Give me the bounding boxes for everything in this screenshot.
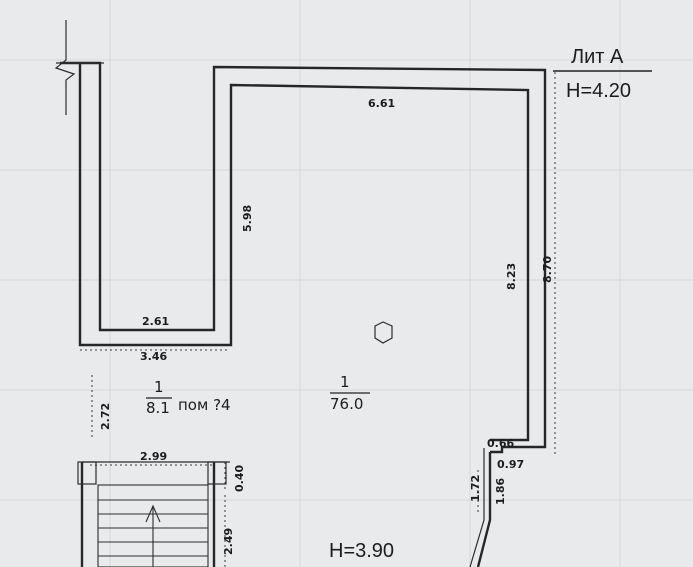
dim-661: 6.61: [368, 97, 395, 110]
passage-wall: [476, 452, 492, 567]
dim-066: 0.66: [487, 437, 514, 450]
dim-040: 0.40: [233, 465, 246, 492]
dim-870: 8.70: [541, 256, 554, 283]
outer-wall: [60, 61, 547, 454]
dim-097: 0.97: [497, 458, 524, 471]
dim-172: 1.72: [469, 475, 482, 502]
dim-186: 1.86: [494, 478, 507, 505]
door-jamb-left: [77, 461, 97, 485]
hexagon-symbol: [374, 321, 393, 344]
door-jamb-right: [207, 461, 227, 485]
break-mark: [54, 20, 76, 115]
bottom-height-label: Н=3.90: [329, 540, 394, 562]
dim-346: 3.46: [140, 350, 167, 363]
outer-wall-left: [78, 63, 530, 442]
dim-598: 5.98: [241, 205, 254, 232]
room-1-area: 76.0: [330, 395, 363, 413]
room-2-area: 8.1: [146, 399, 170, 417]
dim-823: 8.23: [505, 263, 518, 290]
height-label: Н=4.20: [566, 80, 631, 102]
dim-249: 2.49: [222, 528, 235, 555]
room-1-number: 1: [340, 373, 350, 391]
staircase: [97, 484, 209, 567]
dim-299: 2.99: [140, 450, 167, 463]
passage-wall-inner: [469, 448, 485, 567]
room-2-label: пом ?4: [178, 396, 231, 414]
room-2-number: 1: [154, 378, 164, 396]
lit-label: Лит А: [571, 46, 624, 68]
dim-272: 2.72: [99, 403, 112, 430]
dim-261: 2.61: [142, 315, 169, 328]
